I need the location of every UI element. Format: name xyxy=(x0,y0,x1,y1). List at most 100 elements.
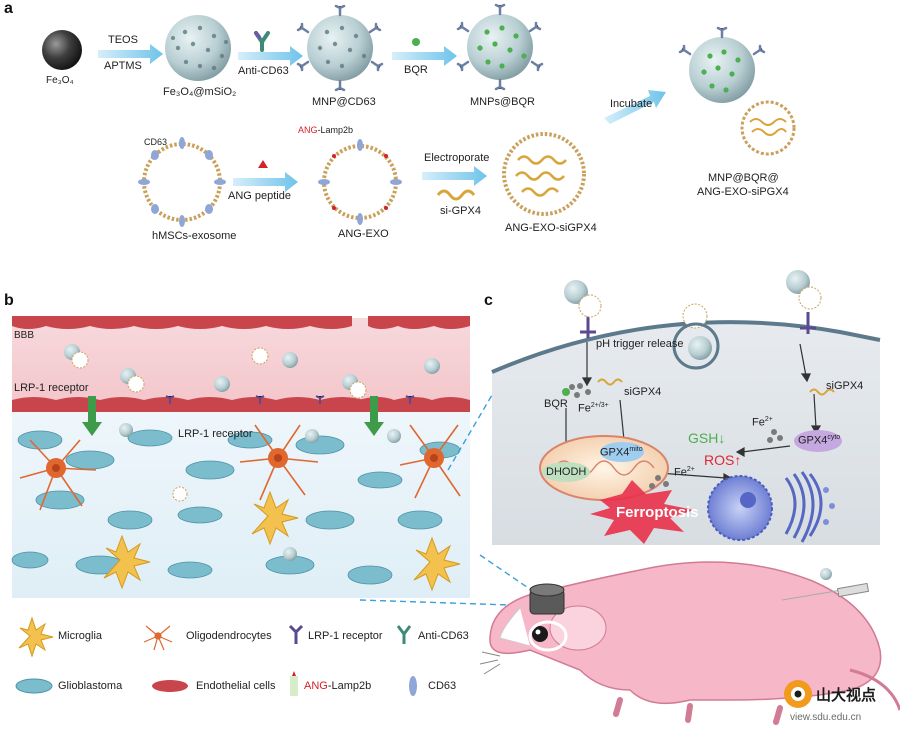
ang-lamp2b-callout-rest: -Lamp2b xyxy=(317,125,354,135)
watermark-logo xyxy=(784,680,812,708)
mouse-illustration xyxy=(479,561,900,725)
vesicles xyxy=(823,487,835,525)
zoom-line-top xyxy=(447,394,493,471)
arrow-incubate xyxy=(604,90,666,124)
lrp1-receptor-label-left: LRP-1 receptor xyxy=(14,382,89,394)
transcytosis-arrows xyxy=(82,396,384,436)
bqr-icon xyxy=(412,38,420,46)
legend-ang-lamp2b-label: ANG-Lamp2b xyxy=(304,680,371,692)
fe2-right-main: Fe xyxy=(752,416,765,429)
microglia-cells xyxy=(103,490,461,592)
legend-glioblastoma-icon xyxy=(15,678,53,694)
legend-glioblastoma-label: Glioblastoma xyxy=(58,680,123,692)
electroporate-label: Electroporate xyxy=(424,152,490,164)
mnps-bqr-label: MNPs@BQR xyxy=(470,96,535,108)
legend-microglia-icon xyxy=(18,616,54,658)
legend-ang-part: ANG xyxy=(304,680,328,692)
dhodh-oval xyxy=(542,462,590,482)
si-gpx4-label: si-GPX4 xyxy=(440,205,481,217)
fe23-label: Fe2+/3+ xyxy=(578,402,609,415)
fe3o4-msio2-particle xyxy=(165,15,231,81)
step-teos-label: TEOS xyxy=(108,34,138,46)
sigpx4-strand-b xyxy=(809,388,835,396)
gpx4-cyto-sup: cyto xyxy=(827,434,841,441)
final-label-line2: ANG-EXO-siPGX4 xyxy=(697,186,789,198)
panel-letter-b: b xyxy=(4,292,14,309)
bbb-label: BBB xyxy=(14,330,35,341)
arrow-ang-peptide xyxy=(233,172,298,192)
gpx4-cyto-label: GPX4cyto xyxy=(798,434,840,447)
bqr-dot xyxy=(562,388,570,396)
lrp1-receptors xyxy=(165,395,415,404)
fe3o4-label: Fe₃O₄ xyxy=(46,75,74,86)
gsh-label: GSH↓ xyxy=(688,430,726,446)
panel-a-graphics xyxy=(42,3,796,227)
ferroptosis-label: Ferroptosis xyxy=(616,504,699,521)
tissue-nanoparticles xyxy=(119,423,401,561)
panel-letter-c: c xyxy=(484,292,493,309)
hmscs-exosome-label: hMSCs-exosome xyxy=(152,230,237,242)
final-label-line1: MNP@BQR@ xyxy=(708,172,779,184)
legend-lamp2b-part: -Lamp2b xyxy=(327,680,372,692)
fe2-mid-sup: 2+ xyxy=(686,466,695,473)
fe2-mid-main: Fe xyxy=(674,466,687,479)
pathway-arrows xyxy=(560,342,822,484)
vessel-nanoparticles xyxy=(64,344,440,399)
glioblastoma-cells xyxy=(11,429,461,585)
legend-ang-lamp2b-icon xyxy=(290,671,298,696)
sigpx4-icon xyxy=(436,189,476,201)
ph-trigger-label: pH trigger release xyxy=(596,338,684,350)
ang-peptide-label: ANG peptide xyxy=(228,190,291,202)
cd63-callout-label: CD63 xyxy=(144,137,168,147)
legend-oligodendrocytes-label: Oligodendrocytes xyxy=(186,630,272,642)
legend-anti-cd63-icon xyxy=(396,625,412,644)
gpx4-mito-oval xyxy=(600,442,644,462)
gpx4-mito-sup: mito xyxy=(629,446,643,453)
bqr-cell-label: BQR xyxy=(544,398,568,410)
fe23-main: Fe xyxy=(578,402,591,415)
panel-letter-a: a xyxy=(4,0,13,17)
fe2-mid-label: Fe2+ xyxy=(674,466,695,479)
hmscs-exosome-graphic xyxy=(138,137,226,227)
fe3o4-particle xyxy=(42,30,82,70)
golgi xyxy=(784,471,823,543)
legend-lrp1-icon xyxy=(288,624,304,644)
ang-exo-graphic xyxy=(318,139,402,225)
ang-exo-sigpx4-graphic xyxy=(502,132,586,216)
gpx4-mito-label: GPX4mito xyxy=(600,446,643,459)
mnp-cd63-label: MNP@CD63 xyxy=(312,96,376,108)
incubate-label: Incubate xyxy=(610,98,653,110)
legend-oligodendrocyte-icon xyxy=(143,625,173,651)
legend-endothelial-label: Endothelial cells xyxy=(196,680,276,692)
docking-particles xyxy=(564,270,822,370)
vessel-lumen xyxy=(12,318,470,406)
step-bqr-label: BQR xyxy=(404,64,428,76)
legend-anti-cd63-label: Anti-CD63 xyxy=(418,630,469,642)
fe23-sup: 2+/3+ xyxy=(590,402,609,409)
syringe xyxy=(781,568,870,601)
dhodh-label: DHODH xyxy=(546,466,587,478)
panel-c-graphics xyxy=(491,270,881,545)
step-aptms-label: APTMS xyxy=(104,60,142,72)
mnps-bqr-particle xyxy=(456,3,544,91)
legend-microglia-label: Microglia xyxy=(58,630,103,642)
legend-endothelial-icon xyxy=(152,680,188,692)
legend-lrp1-label: LRP-1 receptor xyxy=(308,630,383,642)
arrow-electroporate xyxy=(422,166,487,186)
final-composite-particle xyxy=(678,26,796,156)
anti-cd63-antibody-icon xyxy=(254,31,270,52)
ferroptosis-burst xyxy=(590,480,694,544)
lrp1-receptor-label-mid: LRP-1 receptor xyxy=(178,428,253,440)
step-anti-cd63-label: Anti-CD63 xyxy=(238,65,289,77)
iron-dots xyxy=(569,383,783,489)
fe2-right-sup: 2+ xyxy=(764,416,773,423)
fe3o4-msio2-label: Fe₃O₄@mSiO₂ xyxy=(163,86,237,98)
nucleus xyxy=(707,475,773,541)
gpx4-cyto-oval xyxy=(794,430,842,452)
sigpx4-label-a: siGPX4 xyxy=(624,386,662,398)
mnp-cd63-particle xyxy=(296,4,384,92)
endothelial-top xyxy=(12,316,470,329)
arrow-bqr xyxy=(392,46,457,66)
